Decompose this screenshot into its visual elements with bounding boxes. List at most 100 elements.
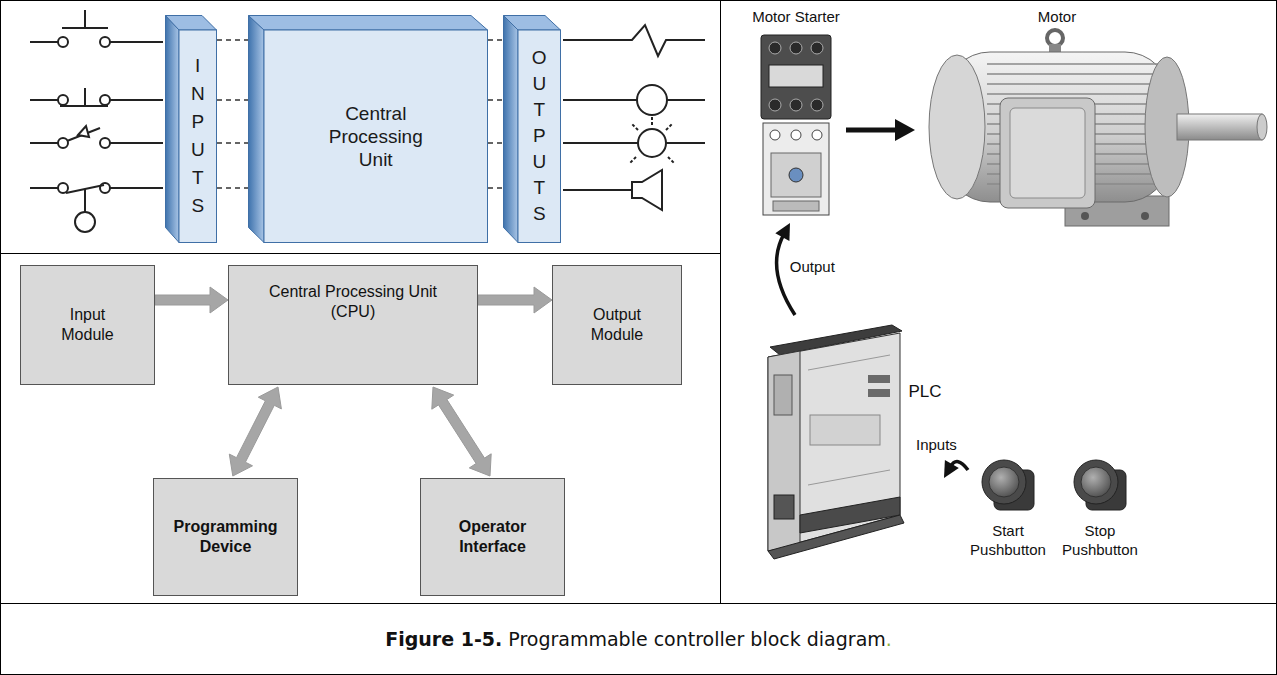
device-box: Programming Device	[153, 478, 298, 596]
picture-label: PLC	[908, 381, 942, 402]
slab-side	[249, 16, 265, 243]
output-device-symbols-part	[563, 99, 637, 101]
input-switch-symbols-part	[100, 37, 110, 47]
motor-starter-picture-part	[791, 130, 801, 140]
output-device-symbols-part-part	[632, 124, 638, 130]
motor-picture-part	[1081, 212, 1089, 220]
connector	[846, 119, 915, 141]
start-pushbutton-picture	[982, 460, 1034, 510]
output-device-symbols-part	[667, 99, 705, 101]
edge-label: Inputs	[914, 436, 959, 454]
box-label: Output Module	[577, 305, 657, 345]
slab-top	[166, 16, 217, 31]
flow-arrow	[155, 287, 228, 313]
output-device-symbols-part	[666, 142, 705, 144]
plc-picture-part	[768, 351, 800, 551]
cpu-box: Central Processing Unit (CPU)	[228, 265, 478, 385]
motor-starter-picture-part	[771, 153, 821, 197]
output-device-symbols-part	[638, 129, 666, 157]
input-switch-symbols-part	[58, 95, 68, 105]
output-device-symbols-part	[563, 25, 705, 56]
motor-starter-picture-part	[812, 130, 822, 140]
vertical-label: OUTPUTS	[531, 45, 547, 227]
slab-face-area: Central Processing Unit	[264, 30, 488, 243]
motor-picture-part	[1000, 98, 1095, 208]
device-box: Operator Interface	[420, 478, 565, 596]
plc-picture-part	[808, 355, 890, 370]
motor-starter-picture-part	[769, 65, 823, 87]
motor-starter-picture-part	[811, 99, 823, 111]
connector	[229, 387, 281, 476]
output-device-symbols-part-part	[630, 157, 636, 163]
motor-fin	[987, 93, 1163, 95]
stop-pushbutton-picture-part	[1074, 460, 1118, 504]
connector	[944, 460, 968, 478]
input-switch-symbols-part	[84, 189, 86, 212]
input-switch-symbols-part	[110, 99, 163, 101]
input-switch-symbols-part	[58, 183, 68, 193]
flow-arrow	[432, 387, 491, 476]
output-device-symbols	[563, 25, 705, 210]
motor-fin	[987, 83, 1163, 85]
plc-picture-part	[774, 495, 794, 519]
slab-face-area: OUTPUTS	[518, 30, 561, 243]
output-device-symbols-part	[637, 85, 667, 115]
edge-label: Output	[788, 258, 837, 276]
picture-label: Stop Pushbutton	[1058, 522, 1142, 560]
input-switch-symbols-part	[110, 41, 163, 43]
plc-picture-part	[768, 515, 904, 559]
input-switch-symbols-part	[30, 99, 58, 101]
input-switch-symbols-part	[58, 138, 68, 148]
motor-fin	[987, 63, 1163, 65]
flow-arrow	[229, 387, 281, 476]
box-label: Input Module	[48, 305, 128, 345]
slab-side	[504, 16, 519, 243]
motor-starter-picture-part	[761, 35, 831, 119]
slab-top	[504, 16, 561, 31]
motor-fin	[987, 73, 1163, 75]
slab-face-area: INPUTS	[179, 30, 217, 243]
stop-pushbutton-picture	[1074, 460, 1126, 510]
arrow-head	[775, 223, 790, 241]
input-switch-symbols-part	[110, 187, 163, 189]
output-device-symbols-part-part	[666, 124, 672, 130]
box-label: Central Processing Unit (CPU)	[261, 282, 446, 322]
output-device-symbols-part-part	[651, 117, 653, 125]
signal-line	[488, 40, 503, 188]
connector	[432, 387, 491, 476]
input-switch-symbols-part	[30, 142, 58, 144]
motor-picture-part	[1047, 30, 1063, 46]
plc-picture-part	[868, 389, 890, 397]
input-switch-symbols-part	[84, 10, 86, 28]
module-box: Output Module	[552, 265, 682, 385]
cpu-block: Central Processing Unit	[248, 15, 488, 243]
slab-side	[166, 16, 180, 243]
motor-starter: Motor Starter	[746, 8, 846, 223]
outputs-block: OUTPUTS	[503, 15, 561, 243]
motor-picture-part	[1141, 212, 1149, 220]
flow-arrow	[478, 287, 552, 313]
connector	[155, 287, 228, 313]
arrow-head	[944, 460, 959, 478]
input-switch-symbols-part	[30, 187, 58, 189]
plc-picture-part	[810, 415, 880, 445]
motor-picture-part	[1177, 114, 1262, 140]
block-label: Central Processing Unit	[316, 102, 436, 171]
output-device-symbols-part	[630, 117, 674, 163]
start-pushbutton-picture-part	[982, 460, 1026, 504]
input-switch-symbols-part	[58, 37, 68, 47]
motor-starter-picture-part	[811, 42, 823, 54]
slab-top	[249, 16, 488, 31]
input-switch-symbols-part	[100, 183, 110, 193]
slab-face	[264, 30, 488, 243]
plc-picture-part	[868, 375, 890, 383]
input-switch-symbols-part	[30, 41, 58, 43]
input-switch-symbols-part	[110, 142, 163, 144]
connector	[478, 287, 552, 313]
figure-caption: Figure 1-5. Programmable controller bloc…	[385, 628, 892, 650]
input-switch-symbols-part	[78, 126, 89, 137]
slab-face	[518, 30, 561, 243]
pushbutton: Stop Pushbutton	[1058, 450, 1142, 568]
